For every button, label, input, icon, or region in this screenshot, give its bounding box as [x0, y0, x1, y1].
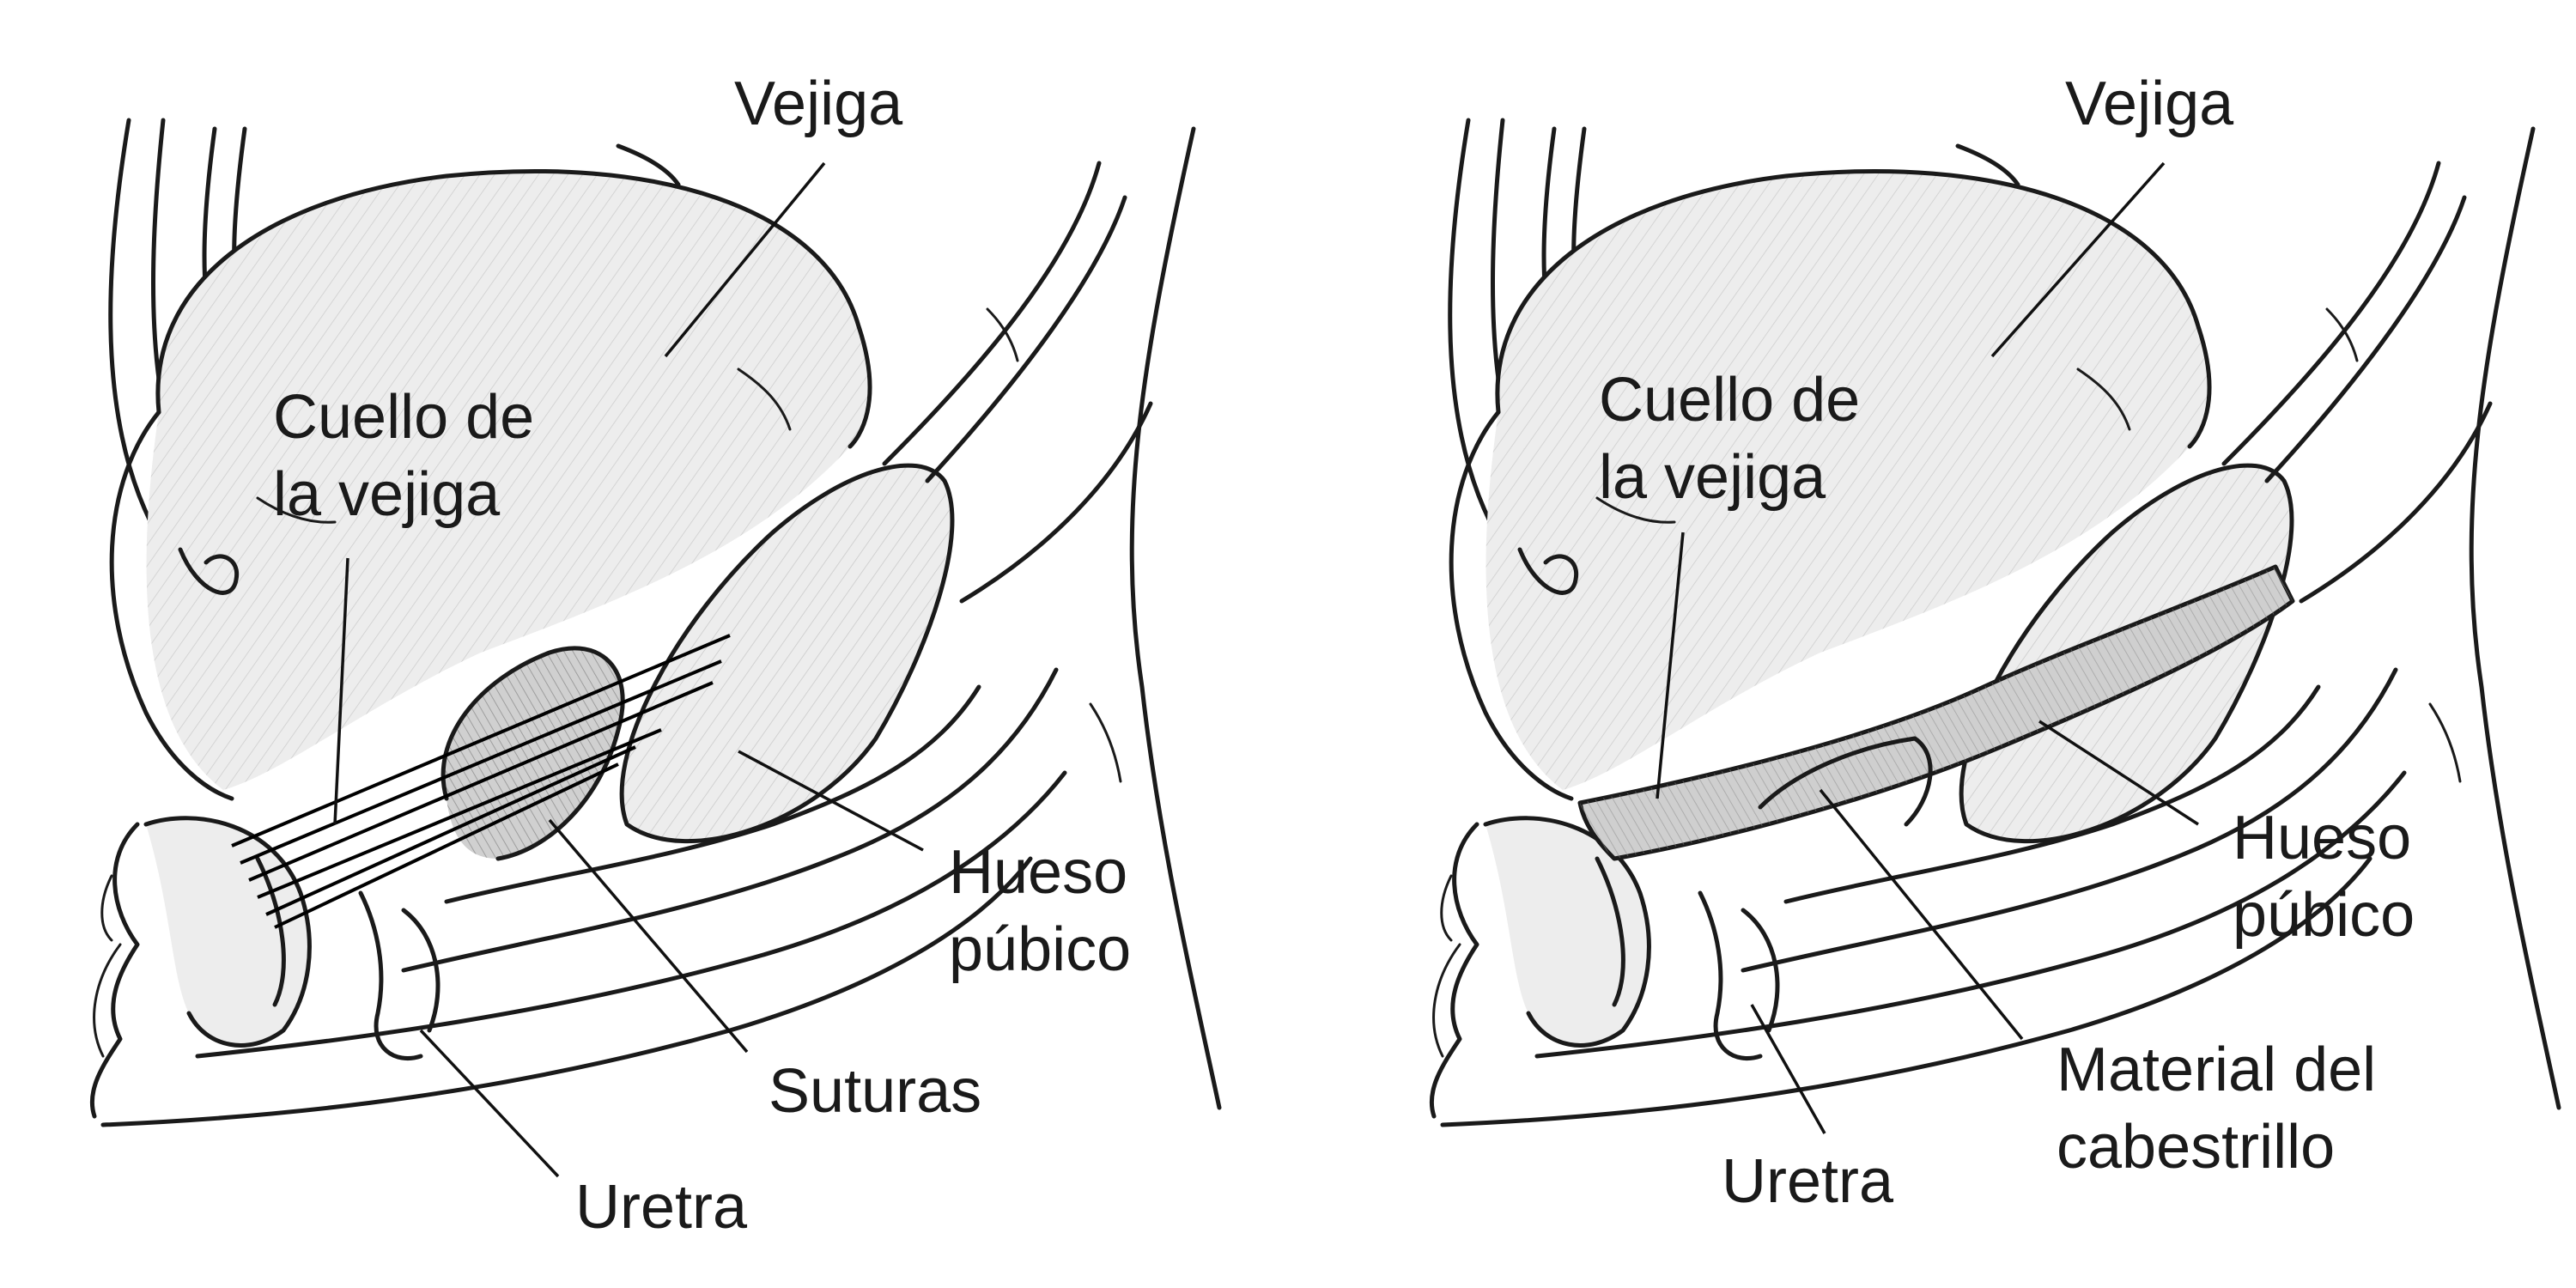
label-pubic-bone-line2: púbico: [949, 915, 1131, 984]
suture-line: [265, 745, 636, 916]
label-sutures: Suturas: [769, 1057, 981, 1126]
leader-bladder-neck: [1656, 532, 1685, 799]
leader-sling-material: [1819, 788, 2024, 1041]
label-bladder: Vejiga: [2065, 70, 2234, 138]
suture-line: [248, 681, 714, 882]
suture-line: [274, 762, 619, 929]
leader-bladder: [664, 161, 826, 358]
panel-suture-procedure: Vejiga Cuello de la vejiga Hueso púbico …: [92, 70, 1219, 1242]
leader-urethra: [1750, 1004, 1826, 1134]
label-pubic-bone-line1: Hueso: [949, 838, 1127, 907]
leader-bladder: [1990, 161, 2166, 358]
label-urethra: Uretra: [1722, 1147, 1894, 1216]
leader-urethra: [419, 1029, 560, 1178]
suture-line: [231, 634, 731, 848]
label-bladder-neck-line2: la vejiga: [1599, 443, 1826, 512]
label-bladder-neck-line2: la vejiga: [273, 460, 501, 529]
leader-bladder-neck: [333, 557, 349, 825]
label-sling-material-line1: Material del: [2057, 1036, 2376, 1104]
label-urethra: Uretra: [575, 1173, 748, 1242]
label-bladder: Vejiga: [734, 70, 903, 138]
label-bladder-neck-line1: Cuello de: [1599, 366, 1860, 434]
label-pubic-bone-line1: Hueso: [2233, 804, 2411, 872]
anatomy-drawing-right: [1431, 120, 2559, 1125]
sutures-group: [231, 634, 731, 929]
leader-pubic-bone: [738, 750, 924, 852]
leader-pubic-bone: [2038, 720, 2199, 826]
suture-line: [257, 728, 662, 899]
panel-sling-procedure: Vejiga Cuello de la vejiga Hueso púbico …: [1431, 70, 2559, 1216]
label-sling-material-line2: cabestrillo: [2057, 1113, 2335, 1182]
leader-sutures: [548, 818, 749, 1054]
label-pubic-bone-line2: púbico: [2233, 881, 2415, 950]
suture-line: [240, 659, 722, 865]
label-bladder-neck-line1: Cuello de: [273, 383, 534, 452]
